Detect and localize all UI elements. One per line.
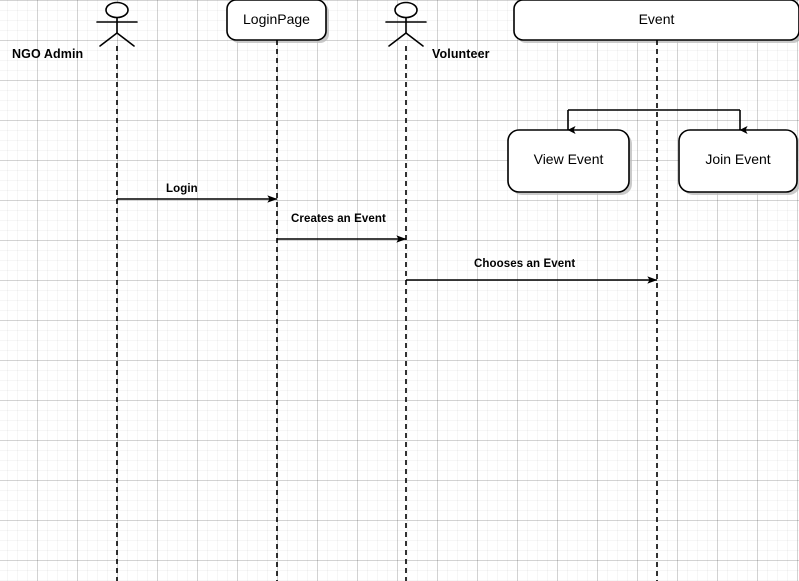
actor-leg-right xyxy=(116,32,135,47)
actor-label-ngo-admin: NGO Admin xyxy=(12,47,84,61)
object-box-event xyxy=(513,0,799,41)
message-label-login: Login xyxy=(166,183,198,195)
object-label-join-event: Join Event xyxy=(705,151,771,167)
object-label-view-event: View Event xyxy=(533,151,604,167)
actor-figure-ngo-admin[interactable] xyxy=(96,1,138,47)
message-label-chooses-an-event: Chooses an Event xyxy=(474,258,576,270)
actor-leg-left xyxy=(388,32,407,47)
actor-figure-volunteer[interactable] xyxy=(385,1,427,47)
object-box-login-page xyxy=(226,0,327,41)
lifelines xyxy=(116,40,658,581)
object-boxes[interactable] xyxy=(226,0,799,193)
object-label-login-page: LoginPage xyxy=(243,11,310,27)
actor-label-volunteer: Volunteer xyxy=(432,47,490,61)
actor-head-icon xyxy=(394,1,418,19)
fork-connector-event[interactable] xyxy=(567,109,748,135)
message-label-creates-an-event: Creates an Event xyxy=(291,213,386,225)
actor-head-icon xyxy=(105,1,129,19)
object-box-join-event xyxy=(678,129,798,193)
message-arrows[interactable] xyxy=(117,195,658,284)
actor-leg-left xyxy=(99,32,118,47)
actor-leg-right xyxy=(405,32,424,47)
object-label-event: Event xyxy=(638,11,675,27)
